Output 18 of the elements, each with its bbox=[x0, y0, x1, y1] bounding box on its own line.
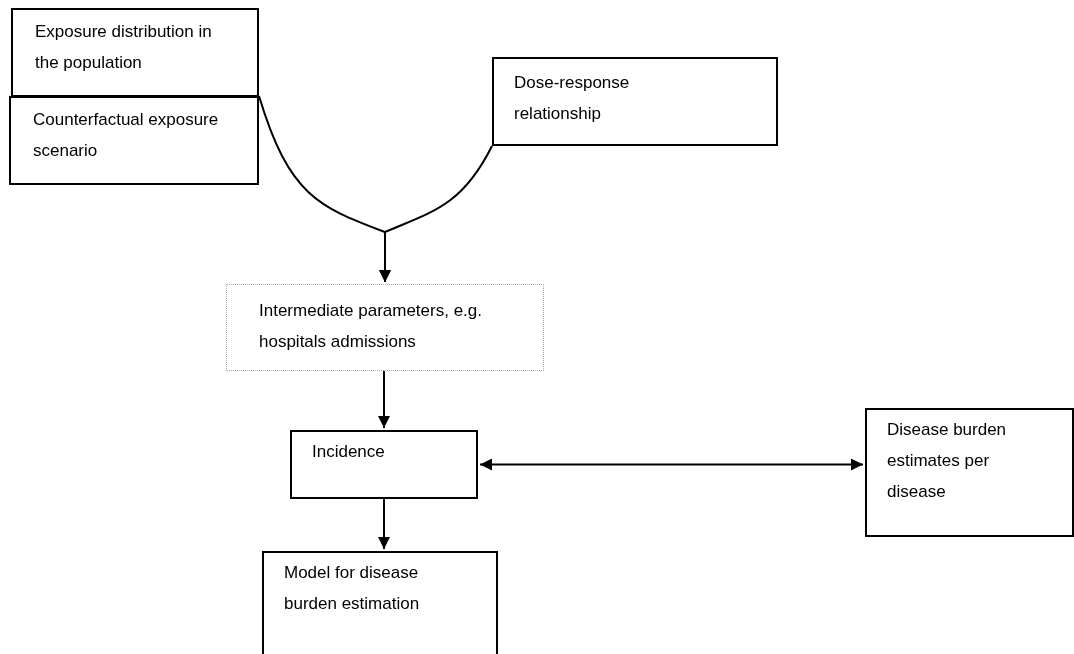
dotted-box bbox=[226, 284, 544, 371]
arrow bbox=[378, 498, 390, 550]
arrow bbox=[379, 145, 493, 283]
process-box bbox=[492, 57, 778, 146]
box-label: Intermediate parameters, e.g. hospitals admissions bbox=[259, 300, 483, 353]
process-box bbox=[9, 96, 259, 185]
process-box bbox=[865, 408, 1074, 537]
box-label: Dose-response relationship bbox=[514, 72, 631, 125]
box-label: Exposure distribution in the population bbox=[35, 21, 213, 74]
box-label: Disease burden estimates per disease bbox=[887, 419, 1008, 503]
box-label: Counterfactual exposure scenario bbox=[33, 109, 220, 162]
box-label: Model for disease burden estimation bbox=[284, 562, 421, 615]
process-box bbox=[262, 551, 498, 654]
box-label: Incidence bbox=[312, 441, 386, 463]
arrow bbox=[479, 458, 864, 471]
process-box bbox=[11, 8, 259, 97]
arrow bbox=[378, 370, 390, 429]
process-box bbox=[290, 430, 478, 499]
